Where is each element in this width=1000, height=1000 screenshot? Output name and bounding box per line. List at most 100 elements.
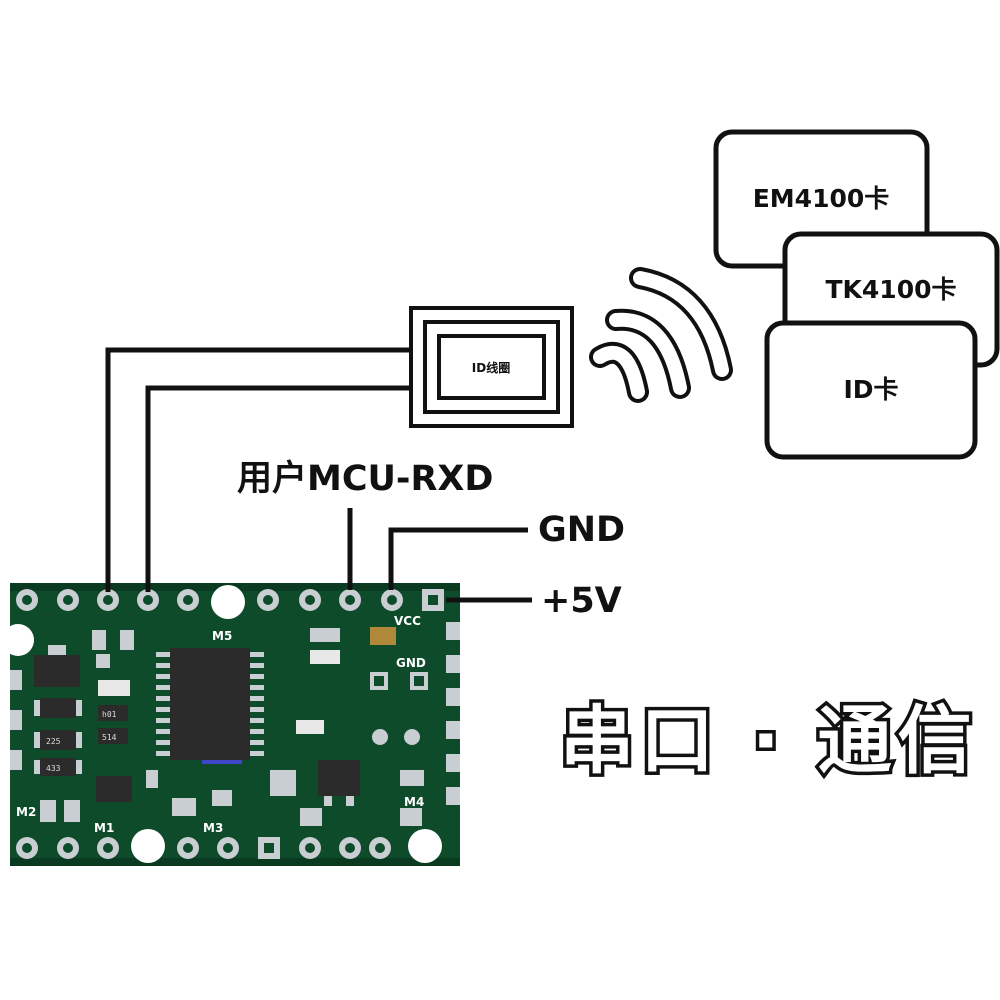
tantalum-capacitor xyxy=(370,627,396,645)
main-ic xyxy=(156,648,264,764)
label-vcc: +5V xyxy=(541,581,622,621)
smd-pad xyxy=(120,630,134,650)
pad-hole xyxy=(143,595,153,605)
pad-hole xyxy=(183,595,193,605)
pad-hole xyxy=(375,843,385,853)
transistor-large xyxy=(34,655,80,687)
top-header-pins xyxy=(16,585,444,619)
wireless-signal-icon xyxy=(589,267,733,403)
capacitor xyxy=(98,680,130,696)
pad-hole xyxy=(428,595,438,605)
ic-pins-right xyxy=(250,652,264,756)
pin-wires xyxy=(347,508,532,603)
pad-hole xyxy=(223,843,233,853)
silk-m4: M4 xyxy=(404,795,424,809)
signal-arc-small-fill xyxy=(593,345,645,399)
smd-pad xyxy=(96,654,110,668)
label-gnd: GND xyxy=(538,510,625,550)
pad-hole xyxy=(387,595,397,605)
pad xyxy=(372,729,388,745)
chip-mark-h01: h01 xyxy=(102,710,117,719)
chip-resistor xyxy=(40,730,76,750)
mounting-hole xyxy=(211,585,245,619)
smd-pad xyxy=(92,630,106,650)
edge-pad xyxy=(446,622,460,640)
pcb-edge-bottom xyxy=(10,858,460,866)
left-edge-pads xyxy=(2,624,34,770)
left-components xyxy=(34,630,232,822)
edge-pad xyxy=(446,721,460,739)
signal-arc-medium-fill xyxy=(609,312,687,395)
pad-hole xyxy=(345,843,355,853)
ic-pins-left xyxy=(156,652,170,756)
card-em4100-label: EM4100卡 xyxy=(753,184,890,213)
chip-mark-514: 514 xyxy=(102,733,117,742)
edge-pad xyxy=(446,754,460,772)
ic-marker xyxy=(202,760,242,764)
label-mcu-rxd: 用户MCU-RXD xyxy=(237,459,493,499)
silk-m5: M5 xyxy=(212,629,232,643)
gnd-wire xyxy=(388,527,528,590)
rfid-reader-board: M5 GND VCC M2 M1 M3 M4 h01 514 225 433 xyxy=(2,583,460,866)
chip-mark-433: 433 xyxy=(46,764,61,773)
mounting-hole xyxy=(408,829,442,863)
card-id: ID卡 xyxy=(764,320,978,460)
edge-pad xyxy=(446,655,460,673)
pad-hole xyxy=(305,595,315,605)
chip-resistor xyxy=(40,758,76,776)
card-tk4100-label: TK4100卡 xyxy=(825,275,956,304)
capacitor xyxy=(296,720,324,734)
chip-mark-225: 225 xyxy=(46,737,61,746)
smd-pad xyxy=(310,628,340,642)
silk-m1: M1 xyxy=(94,821,114,835)
smd-pad xyxy=(400,770,424,786)
silk-m3: M3 xyxy=(203,821,223,835)
serial-communication-title: 串口 · 通信 xyxy=(560,698,978,784)
rfid-cards: EM4100卡 TK4100卡 ID卡 xyxy=(713,129,1000,460)
smd-pad xyxy=(400,808,422,826)
edge-pad xyxy=(10,710,22,730)
pad-hole xyxy=(263,595,273,605)
pad-hole xyxy=(305,843,315,853)
chip-resistor xyxy=(98,728,128,744)
edge-pad xyxy=(446,688,460,706)
pad-hole xyxy=(22,843,32,853)
right-components xyxy=(270,627,428,826)
pad-hole xyxy=(264,843,274,853)
transistor-sot xyxy=(96,776,132,802)
smd-pad xyxy=(270,770,296,796)
pad-hole xyxy=(345,595,355,605)
smd-pad xyxy=(64,800,80,822)
coil-wire-inner xyxy=(145,385,412,592)
silk-vcc: VCC xyxy=(394,614,421,628)
signal-arc-large-fill xyxy=(633,271,729,377)
card-id-label: ID卡 xyxy=(843,375,898,404)
smd-pad xyxy=(300,808,322,826)
pad-hole xyxy=(103,595,113,605)
pad-hole xyxy=(183,843,193,853)
card-id-body xyxy=(764,320,978,460)
pin-labels: 用户MCU-RXD GND +5V xyxy=(237,459,625,621)
smd-pad xyxy=(212,790,232,806)
id-coil: ID线圈 xyxy=(409,306,574,428)
coil-wires xyxy=(105,347,412,592)
smd-pad xyxy=(40,800,56,822)
coil-wire-outer xyxy=(105,347,412,592)
mounting-hole xyxy=(131,829,165,863)
pad-hole xyxy=(63,843,73,853)
pad-hole xyxy=(103,843,113,853)
chip-resistor xyxy=(98,705,128,721)
silk-gnd: GND xyxy=(396,656,426,670)
ic-body xyxy=(170,648,250,760)
pad-hole xyxy=(22,595,32,605)
pad xyxy=(404,729,420,745)
card-em4100: EM4100卡 xyxy=(713,129,930,269)
edge-pad xyxy=(10,750,22,770)
coil-label: ID线圈 xyxy=(472,360,510,375)
coil-inner-ring xyxy=(437,334,546,400)
chip-resistor xyxy=(40,698,76,718)
pad-hole xyxy=(63,595,73,605)
silk-m2: M2 xyxy=(16,805,36,819)
